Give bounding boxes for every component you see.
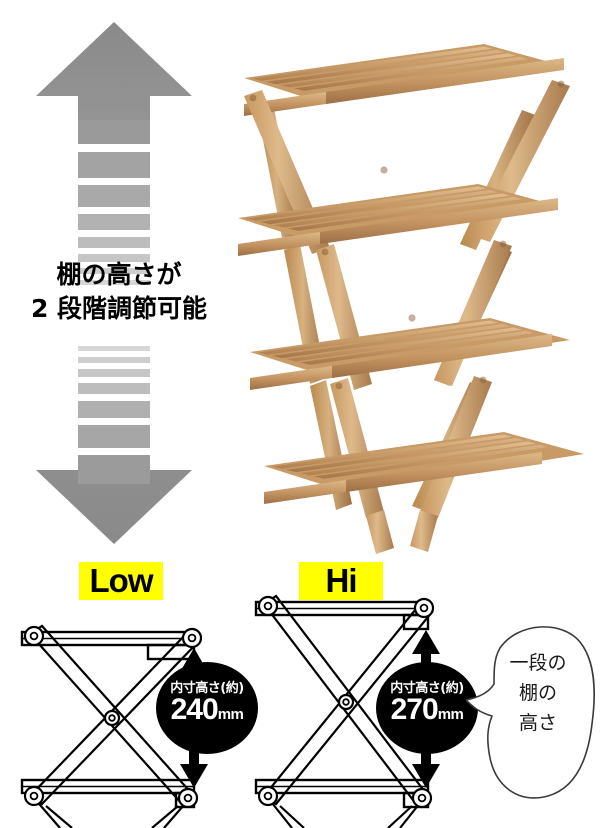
- dimension-number-low: 240: [170, 693, 219, 726]
- callout-line-1: 一段の: [509, 652, 567, 674]
- arrow-band: [78, 357, 150, 363]
- arrow-band: [78, 401, 150, 418]
- headline-text: 棚の高さが 2 段階調節可能: [14, 258, 224, 325]
- arrow-band: [78, 214, 150, 230]
- arrow-band: [78, 369, 150, 377]
- callout-line-3: 高さ: [518, 712, 557, 735]
- arrow-band: [78, 237, 150, 248]
- arrow-band: [78, 152, 150, 178]
- dimension-unit-hi: mm: [437, 706, 464, 723]
- arrow-band: [78, 280, 150, 285]
- arrow-band: [78, 346, 150, 351]
- shelf-third: [250, 318, 570, 390]
- arrow-band: [78, 268, 150, 274]
- dimension-value-low: 240mm: [156, 695, 258, 725]
- dimension-unit-low: mm: [217, 706, 244, 723]
- dimension-badge-hi: 内寸高さ(約) 270mm: [376, 662, 478, 754]
- callout-speech-bubble: [466, 626, 595, 799]
- shelf-top: [244, 44, 564, 116]
- headline-line-2: 2 段階調節可能: [30, 293, 208, 323]
- callout-text: 一段の 棚の 高さ: [492, 648, 584, 738]
- arrow-band: [78, 425, 150, 448]
- product-photo-wooden-shelf: [238, 44, 584, 554]
- dimension-number-hi: 270: [390, 693, 439, 726]
- dimension-caption-hi: 内寸高さ(約): [390, 681, 464, 696]
- headline-line-1: 棚の高さが: [56, 260, 182, 289]
- dimension-badge-low: 内寸高さ(約) 240mm: [156, 662, 258, 754]
- arrow-band: [78, 185, 150, 207]
- arrow-band: [78, 383, 150, 394]
- arrow-head-up: [36, 22, 192, 120]
- config-label-hi: Hi: [299, 562, 383, 600]
- arrow-band: [78, 120, 150, 144]
- arrow-head-down: [36, 470, 192, 544]
- dimension-caption-low: 内寸高さ(約): [170, 681, 244, 696]
- double-headed-vertical-arrow-icon: [36, 22, 192, 544]
- dimension-value-hi: 270mm: [376, 695, 478, 725]
- arrow-band: [78, 455, 150, 484]
- shelf-second: [238, 184, 558, 256]
- arrow-band: [78, 254, 150, 262]
- shelf-bottom: [264, 432, 584, 504]
- callout-line-2: 棚の: [518, 682, 557, 705]
- config-label-low: Low: [79, 562, 163, 600]
